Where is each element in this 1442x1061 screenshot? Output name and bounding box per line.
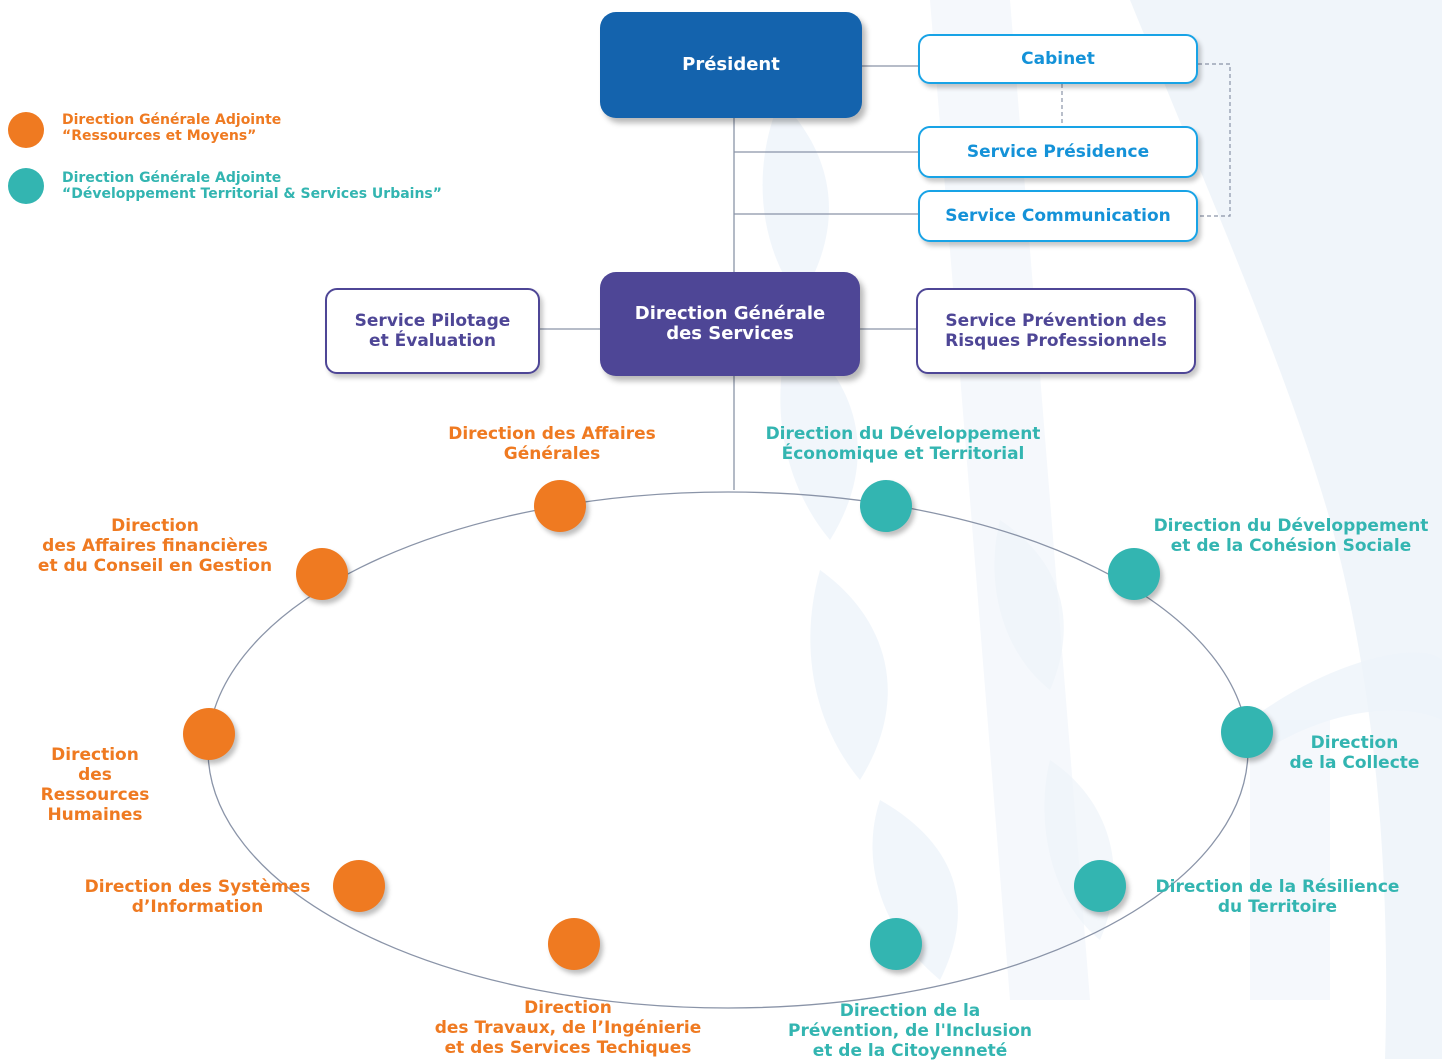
direction-node-ressources-humaines bbox=[183, 708, 235, 760]
cabinet-label: Cabinet bbox=[1021, 49, 1095, 69]
president-label: Président bbox=[682, 54, 780, 75]
direction-node-affaires-generales bbox=[534, 480, 586, 532]
direction-node-prevention-inclusion bbox=[870, 918, 922, 970]
president-box: Président bbox=[600, 12, 862, 118]
direction-node-developpement-economique bbox=[860, 480, 912, 532]
direction-node-travaux bbox=[548, 918, 600, 970]
service-communication-label: Service Communication bbox=[945, 206, 1171, 226]
direction-label-cohesion-sociale: Direction du Développement et de la Cohé… bbox=[1153, 516, 1429, 556]
service-presidence-box: Service Présidence bbox=[918, 126, 1198, 178]
direction-label-systemes-information: Direction des Systèmes d’Information bbox=[84, 877, 311, 917]
legend-teal-label: Direction Générale Adjointe “Développeme… bbox=[62, 170, 442, 202]
direction-label-ressources-humaines: Direction des Ressources Humaines bbox=[40, 745, 150, 825]
direction-label-affaires-financieres: Direction des Affaires financières et du… bbox=[37, 516, 273, 576]
service-communication-box: Service Communication bbox=[918, 190, 1198, 242]
legend-orange-label: Direction Générale Adjointe “Ressources … bbox=[62, 112, 282, 144]
direction-node-affaires-financieres bbox=[296, 548, 348, 600]
direction-label-prevention-inclusion: Direction de la Prévention, de l'Inclusi… bbox=[787, 1001, 1032, 1061]
legend-teal-dot bbox=[8, 168, 44, 204]
dgs-label: Direction Générale des Services bbox=[634, 303, 826, 344]
service-presidence-label: Service Présidence bbox=[966, 142, 1150, 162]
directions-ring bbox=[207, 491, 1249, 1009]
pilotage-box: Service Pilotage et Évaluation bbox=[325, 288, 540, 374]
direction-label-travaux: Direction des Travaux, de l’Ingénierie e… bbox=[434, 998, 702, 1058]
prevention-risques-box: Service Prévention des Risques Professio… bbox=[916, 288, 1196, 374]
dgs-box: Direction Générale des Services bbox=[600, 272, 860, 376]
legend-orange-dot bbox=[8, 112, 44, 148]
direction-node-resilience bbox=[1074, 860, 1126, 912]
direction-label-developpement-economique: Direction du Développement Économique et… bbox=[765, 424, 1041, 464]
pilotage-label: Service Pilotage et Évaluation bbox=[354, 311, 511, 351]
direction-label-affaires-generales: Direction des Affaires Générales bbox=[448, 424, 656, 464]
direction-node-cohesion-sociale bbox=[1108, 548, 1160, 600]
direction-node-collecte bbox=[1221, 706, 1273, 758]
direction-node-systemes-information bbox=[333, 860, 385, 912]
direction-label-collecte: Direction de la Collecte bbox=[1289, 733, 1420, 773]
cabinet-box: Cabinet bbox=[918, 34, 1198, 84]
direction-label-resilience: Direction de la Résilience du Territoire bbox=[1155, 877, 1400, 917]
prevention-risques-label: Service Prévention des Risques Professio… bbox=[945, 311, 1167, 351]
